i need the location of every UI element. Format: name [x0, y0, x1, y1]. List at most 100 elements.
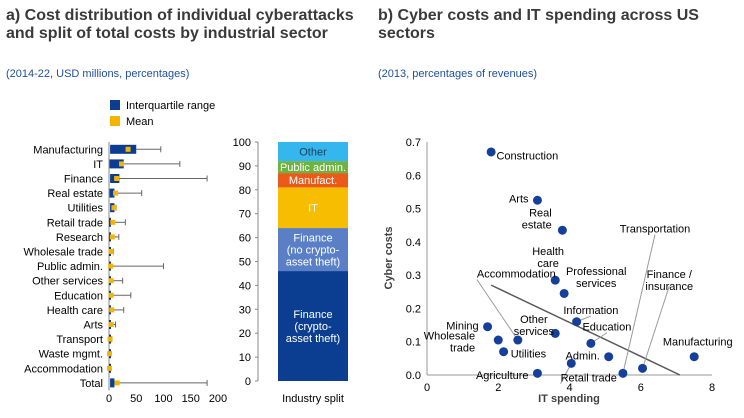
- point-label-line: trade: [450, 343, 475, 355]
- scatter-point: [586, 338, 596, 348]
- category-label: Total: [80, 378, 103, 390]
- category-label: Health care: [47, 305, 103, 317]
- panel-a-title-line2: and split of total costs by industrial s…: [6, 25, 328, 42]
- category-label: Manufacturing: [33, 144, 103, 156]
- segment-label: Other: [299, 147, 327, 159]
- iqr-bar: [109, 188, 115, 198]
- y-tick-label: 0.6: [406, 170, 421, 182]
- x-tick-label: 150: [182, 393, 200, 405]
- y-tick-label: 0.7: [406, 137, 421, 149]
- point-label: Information: [563, 305, 618, 317]
- point-label: Mining: [446, 321, 478, 333]
- scatter-point: [550, 328, 560, 338]
- stack-segment: [278, 142, 348, 162]
- segment-label-line: Manufact.: [289, 175, 337, 187]
- point-label-line: Other: [520, 314, 548, 326]
- point-label: Finance /insurance: [645, 269, 693, 293]
- category-label: Waste mgmt.: [39, 349, 103, 361]
- segment-label: IT: [308, 203, 318, 215]
- category-label: Accommodation: [24, 363, 103, 375]
- category-label: Wholesale trade: [24, 247, 104, 259]
- mean-marker: [125, 146, 131, 152]
- mean-marker: [108, 249, 114, 254]
- point-label-line: services: [514, 326, 555, 338]
- scatter-point: [486, 147, 496, 157]
- y-tick-label: 20: [239, 328, 251, 340]
- y-tick-label: 0.4: [406, 237, 421, 249]
- category-label: Finance: [64, 174, 103, 186]
- scatter-point: [550, 275, 560, 285]
- y-tick-label: 0.1: [406, 337, 421, 349]
- industry-split-xlabel: Industry split: [282, 393, 344, 405]
- segment-label-line: Finance: [293, 233, 332, 245]
- y-tick-label: 60: [239, 233, 251, 245]
- mean-marker: [114, 176, 120, 181]
- point-label: Admin.: [566, 351, 600, 363]
- leader-line: [476, 279, 519, 341]
- legend-mean-label: Mean: [126, 116, 154, 128]
- segment-label-line: asset theft): [286, 333, 340, 345]
- mean-marker: [107, 336, 113, 342]
- point-label-line: Education: [582, 322, 631, 334]
- category-label: Transport: [56, 334, 103, 346]
- point-label-line: Construction: [496, 150, 558, 162]
- category-label: Other services: [32, 276, 103, 288]
- category-label: IT: [93, 159, 103, 171]
- mean-marker: [111, 205, 117, 211]
- scatter-point: [513, 335, 523, 345]
- segment-label-line: (crypto-: [294, 321, 332, 333]
- point-label-line: Agriculture: [476, 370, 529, 382]
- x-tick-label: 50: [130, 393, 142, 405]
- point-label: Accommodation: [477, 268, 556, 280]
- y-tick-label: 0.5: [406, 204, 421, 216]
- trend-line-path: [490, 284, 681, 376]
- stack-segment: [278, 228, 348, 272]
- y-tick-label: 90: [239, 161, 251, 173]
- mean-marker: [107, 351, 113, 357]
- category-label: Education: [54, 290, 103, 302]
- point-label: Agriculture: [476, 370, 529, 382]
- x-tick-label: 6: [638, 382, 644, 394]
- stack-segment: [278, 173, 348, 188]
- stack-segment: [278, 161, 348, 174]
- point-label-line: Health: [532, 246, 564, 258]
- point-label: Construction: [496, 150, 558, 162]
- mean-marker: [113, 190, 119, 196]
- category-label: Public admin.: [37, 261, 103, 273]
- y-tick-label: 0.2: [406, 303, 421, 315]
- mean-marker: [108, 322, 114, 327]
- point-label-line: Finance /: [647, 269, 693, 281]
- y-tick-label: 100: [233, 137, 251, 149]
- category-label: Retail trade: [47, 217, 103, 229]
- panel-b-title: b) Cyber costs and IT spending across US…: [378, 7, 699, 43]
- point-label-line: Mining: [446, 321, 478, 333]
- scatter-point: [493, 335, 503, 345]
- point-label: Education: [582, 322, 631, 334]
- panel-a-subtitle: (2014-22, USD millions, percentages): [6, 68, 190, 80]
- point-label-line: Retail trade: [561, 373, 617, 385]
- point-label-line: services: [576, 278, 617, 290]
- point-label-line: Accommodation: [477, 268, 556, 280]
- leader-line: [622, 234, 656, 374]
- point-label-line: Information: [563, 305, 618, 317]
- scatter-point: [618, 368, 628, 378]
- stack-segment: [278, 187, 348, 229]
- point-label-line: Wholesale: [424, 331, 475, 343]
- scatter-point: [532, 195, 542, 205]
- scatter-xlabel: IT spending: [538, 393, 600, 405]
- y-tick-label: 30: [239, 304, 251, 316]
- x-tick-label: 4: [566, 382, 572, 394]
- mean-marker: [108, 278, 114, 284]
- segment-label-line: (no crypto-: [287, 245, 340, 257]
- legend-mean-swatch: [110, 116, 120, 126]
- point-label: Manufacturing: [663, 337, 733, 349]
- point-label-line: Admin.: [566, 351, 600, 363]
- y-tick-label: 0: [245, 376, 251, 388]
- mean-marker: [107, 365, 113, 371]
- mean-marker: [119, 161, 125, 167]
- y-tick-label: 70: [239, 209, 251, 221]
